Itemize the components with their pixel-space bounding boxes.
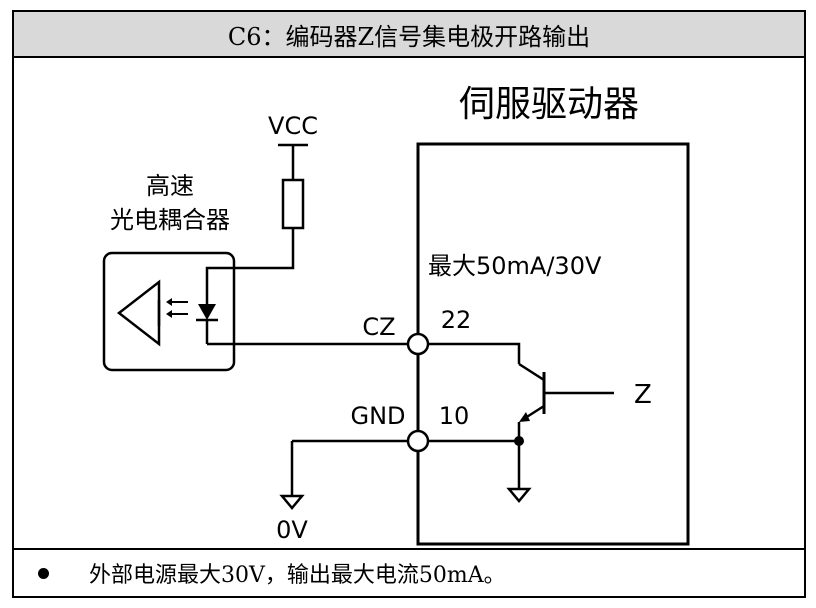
cz-pin-number: 22 [441,306,472,334]
cz-terminal [406,332,430,356]
collector-lead [518,362,545,382]
light-arrowhead-1 [166,298,172,306]
pullup-resistor [281,178,305,230]
gnd-pin-number: 10 [439,402,470,430]
zero-volt-label: 0V [276,516,308,544]
collector-wire [428,342,521,364]
resistor-to-optocoupler-wire [205,228,295,300]
vcc-label: VCC [268,112,318,140]
optocoupler-box [102,251,236,372]
internal-ground-icon [506,487,532,503]
external-ground-icon [279,494,305,510]
led-diode-icon [198,304,216,320]
z-output-label: Z [634,380,652,410]
footer-note-text: 外部电源最大30V，输出最大电流50mA。 [89,563,506,588]
amplifier-triangle-icon [116,279,161,347]
optocoupler-label-line1: 高速 [146,172,194,200]
diagram-frame: C6：编码器Z信号集电极开路输出 伺服驱动器 VCC 高速 光电耦合器 CZ 2… [12,10,806,598]
gnd-terminal [406,429,430,453]
gnd-label: GND [350,402,405,430]
rating-label: 最大50mA/30V [428,252,602,280]
circuit-diagram: 伺服驱动器 VCC 高速 光电耦合器 CZ 22 最大50mA/30V [102,84,690,546]
emitter-arrow-icon [519,412,530,422]
page-title: C6：编码器Z信号集电极开路输出 [14,12,804,58]
cz-label: CZ [362,313,395,341]
optocoupler-label-line2: 光电耦合器 [110,206,230,234]
bullet-icon [38,567,49,579]
footer-note: 外部电源最大30V，输出最大电流50mA。 [14,548,804,596]
light-arrowhead-2 [166,310,172,318]
servo-drive-label: 伺服驱动器 [459,84,639,125]
